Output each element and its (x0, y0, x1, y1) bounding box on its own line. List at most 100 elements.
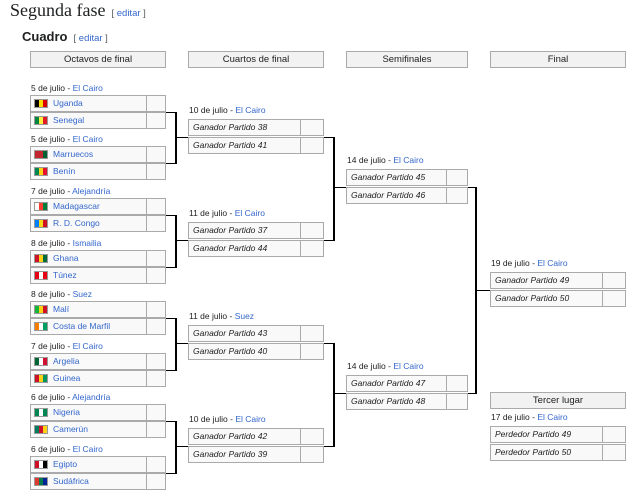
team-placeholder: Ganador Partido 47 (351, 378, 426, 388)
venue-link[interactable]: El Cairo (235, 105, 266, 115)
venue-link[interactable]: El Cairo (234, 208, 265, 218)
connector-line (175, 240, 188, 241)
mali-flag-icon (34, 305, 48, 314)
match-date: 5 de julio (31, 134, 66, 144)
team-link[interactable]: Ghana (53, 253, 79, 263)
score-cell (146, 113, 165, 128)
team-row: Túnez (30, 267, 166, 284)
team-link[interactable]: Costa de Marfil (53, 321, 111, 331)
team-row: Ganador Partido 43 (188, 325, 324, 342)
match-date-venue: 6 de julio - El Cairo (31, 444, 103, 455)
venue-link[interactable]: Suez (72, 289, 92, 299)
round-header: Octavos de final (30, 51, 166, 68)
team-link[interactable]: Sudáfrica (53, 476, 89, 486)
connector-line (166, 267, 176, 268)
team-link[interactable]: Marruecos (53, 149, 94, 159)
match-date-venue: 6 de julio - Alejandría (31, 392, 110, 403)
team-row: Benín (30, 163, 166, 180)
round-header: Cuartos de final (188, 51, 324, 68)
date-separator: - (65, 238, 73, 248)
dr-congo-flag-icon (34, 219, 48, 228)
score-cell (146, 457, 165, 472)
date-separator: - (227, 414, 236, 424)
score-cell (300, 447, 323, 462)
score-cell (146, 354, 165, 369)
match-date-venue: 10 de julio - El Cairo (189, 105, 266, 116)
match-date: 7 de julio (31, 186, 66, 196)
team-row: Argelia (30, 353, 166, 370)
team-name-cell: Túnez (31, 268, 147, 283)
section-edit-link[interactable]: editar (116, 8, 141, 19)
venue-link[interactable]: El Cairo (72, 134, 103, 144)
team-link[interactable]: Madagascar (53, 201, 100, 211)
team-link[interactable]: Guinea (53, 373, 81, 383)
team-placeholder: Ganador Partido 41 (193, 140, 268, 150)
match-date: 10 de julio (189, 414, 228, 424)
team-link[interactable]: Camerún (53, 424, 88, 434)
venue-link[interactable]: El Cairo (235, 414, 266, 424)
match-date-venue: 7 de julio - El Cairo (31, 341, 103, 352)
team-name-cell: Nigeria (31, 405, 147, 420)
venue-link[interactable]: El Cairo (72, 341, 103, 351)
team-row: Ganador Partido 50 (490, 290, 626, 307)
match-date: 17 de julio (491, 412, 530, 422)
score-cell (146, 199, 165, 214)
match-date-venue: 5 de julio - El Cairo (31, 83, 103, 94)
team-link[interactable]: Benín (53, 166, 76, 176)
venue-link[interactable]: Ismailia (72, 238, 102, 248)
match-date: 11 de julio (189, 311, 228, 321)
team-row: Costa de Marfil (30, 318, 166, 335)
section-edit: [ editar ] (111, 8, 146, 19)
team-link[interactable]: Egipto (53, 459, 78, 469)
team-link[interactable]: R. D. Congo (53, 218, 100, 228)
match-date: 5 de julio (31, 83, 66, 93)
score-cell (446, 170, 467, 185)
venue-link[interactable]: El Cairo (72, 444, 103, 454)
connector-line (175, 318, 177, 371)
team-row: Senegal (30, 112, 166, 129)
score-cell (300, 326, 323, 341)
venue-link[interactable]: El Cairo (537, 412, 568, 422)
team-name-cell: Uganda (31, 96, 147, 111)
match-date: 19 de julio (491, 258, 530, 268)
score-cell (146, 96, 165, 111)
team-name-cell: Ghana (31, 251, 147, 266)
team-name-cell: Perdedor Partido 49 (491, 427, 603, 442)
date-separator: - (227, 311, 235, 321)
venue-link[interactable]: El Cairo (537, 258, 568, 268)
team-row: Ganador Partido 48 (346, 393, 468, 410)
subsection-edit-link[interactable]: editar (78, 33, 103, 44)
team-row: Ganador Partido 49 (490, 272, 626, 289)
date-separator: - (65, 289, 73, 299)
team-row: Ganador Partido 47 (346, 375, 468, 392)
team-link[interactable]: Malí (53, 304, 70, 314)
subsection-edit: [ editar ] (73, 33, 108, 44)
connector-line (175, 343, 188, 344)
team-row: Egipto (30, 456, 166, 473)
team-name-cell: Ganador Partido 40 (189, 344, 301, 359)
team-link[interactable]: Senegal (53, 115, 85, 125)
team-link[interactable]: Nigeria (53, 407, 80, 417)
section-title: Segunda fase (10, 0, 106, 20)
venue-link[interactable]: Suez (234, 311, 255, 321)
team-placeholder: Ganador Partido 37 (193, 225, 268, 235)
connector-line (468, 393, 476, 394)
south-africa-flag-icon (34, 477, 48, 486)
venue-link[interactable]: El Cairo (72, 83, 103, 93)
venue-link[interactable]: El Cairo (393, 361, 424, 371)
venue-link[interactable]: Alejandría (72, 392, 111, 402)
venue-link[interactable]: Alejandría (72, 186, 111, 196)
date-separator: - (227, 208, 235, 218)
match-date: 8 de julio (31, 238, 66, 248)
team-link[interactable]: Uganda (53, 98, 83, 108)
connector-line (166, 163, 176, 164)
venue-link[interactable]: El Cairo (393, 155, 424, 165)
score-cell (300, 241, 323, 256)
match-date: 8 de julio (31, 289, 66, 299)
date-separator: - (65, 341, 73, 351)
score-cell (146, 268, 165, 283)
score-cell (300, 223, 323, 238)
match-date: 14 de julio (347, 361, 386, 371)
team-link[interactable]: Argelia (53, 356, 80, 366)
team-link[interactable]: Túnez (53, 270, 77, 280)
